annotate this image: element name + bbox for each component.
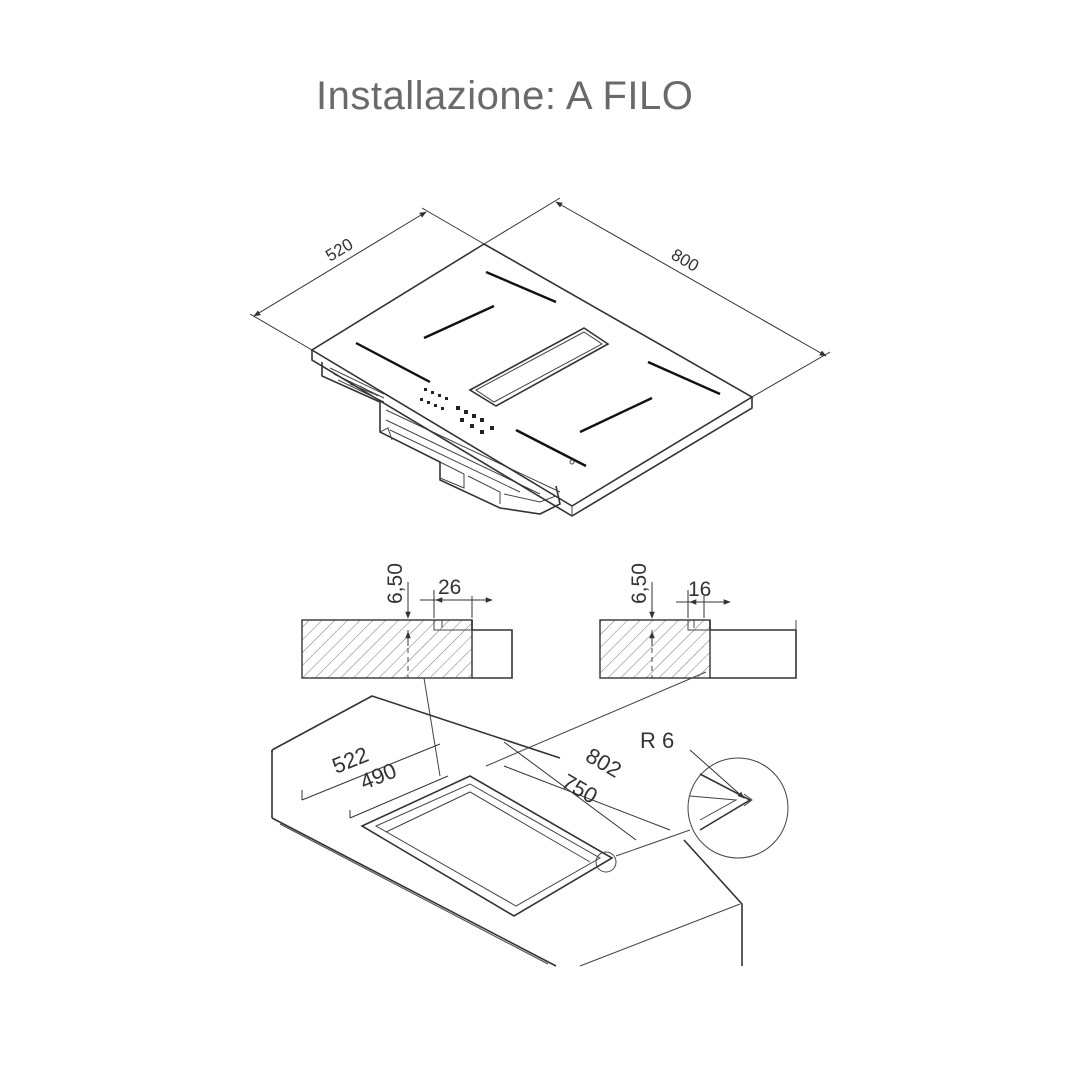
right-thickness-label: 6,50	[628, 563, 651, 604]
corner-radius-label: R 6	[640, 728, 674, 753]
hob-extractor-vent	[468, 327, 610, 407]
right-offset-label: 16	[688, 578, 711, 601]
burner-front-right	[515, 428, 587, 468]
page-title: Installazione: A FILO	[316, 74, 694, 118]
worktop-drawing	[271, 695, 789, 967]
cutout-inner	[374, 783, 602, 907]
burner-rear-left	[485, 270, 557, 304]
hob-glass-edge	[311, 350, 753, 517]
burner-left	[423, 304, 495, 340]
left-offset-label: 26	[438, 576, 461, 599]
section-left: 6,50 26	[301, 563, 513, 679]
cutout-inner-width-label: 750	[558, 769, 602, 809]
burner-rear-right	[647, 360, 721, 396]
hob-width-label: 800	[668, 245, 702, 276]
burner-front-left	[355, 341, 431, 384]
section-right: 6,50 16	[599, 563, 797, 679]
burner-right	[579, 396, 653, 434]
cutout-outer	[360, 775, 614, 917]
dimension-hob-depth: 520	[249, 207, 485, 351]
hob-depth-label: 520	[322, 235, 356, 266]
hob-drawing	[310, 243, 754, 517]
hob-glass-top	[310, 243, 754, 507]
hob-control-panel	[420, 388, 494, 434]
cutout-outer-width-label: 802	[582, 743, 626, 783]
detail-circle	[687, 757, 789, 859]
left-thickness-label: 6,50	[384, 563, 407, 604]
